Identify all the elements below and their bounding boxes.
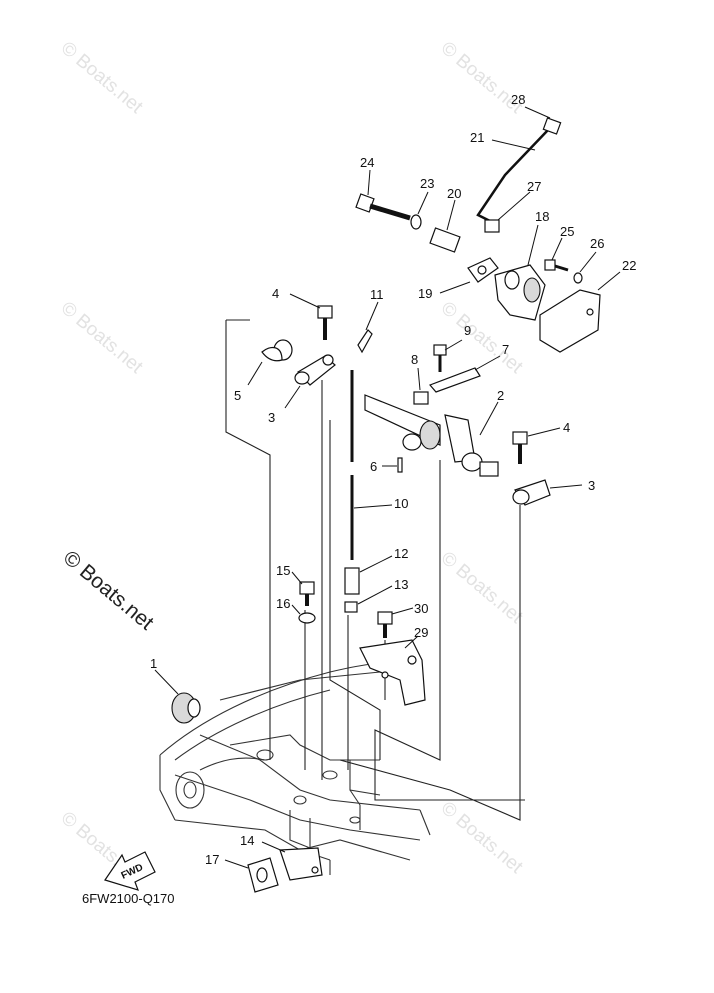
callout-2: 2 — [497, 388, 504, 403]
callout-24: 24 — [360, 155, 374, 170]
part-17-cover — [224, 857, 279, 893]
callout-28: 28 — [511, 92, 525, 107]
lower-case-outline — [159, 661, 431, 875]
part-19-lever — [439, 257, 499, 294]
callout-13: 13 — [394, 577, 408, 592]
part-14-bracket — [261, 841, 323, 881]
part-12-sleeve — [344, 555, 393, 595]
part-1-grommet — [154, 669, 201, 724]
callout-23: 23 — [420, 176, 434, 191]
part-2-shift-assembly — [364, 394, 499, 477]
callout-16: 16 — [276, 596, 290, 611]
callout-9: 9 — [464, 323, 471, 338]
part-20-collar — [429, 199, 461, 253]
callout-4: 4 — [563, 420, 570, 435]
callout-3: 3 — [588, 478, 595, 493]
fwd-arrow-icon: FWD — [104, 851, 156, 891]
part-13-nut — [344, 585, 393, 613]
part-23-washer — [410, 191, 429, 230]
part-5-clip — [247, 339, 293, 386]
part-3-joint-right — [512, 479, 583, 506]
watermark-layer: © Boats.net © Boats.net © Boats.net © Bo… — [57, 38, 527, 889]
part-16-washer — [291, 604, 316, 624]
part-11-pin — [357, 301, 379, 354]
callout-5: 5 — [234, 388, 241, 403]
part-27-clip — [484, 191, 531, 233]
callout-26: 26 — [590, 236, 604, 251]
part-29-bracket — [359, 635, 426, 706]
callout-1: 1 — [150, 656, 157, 671]
watermark-text: © Boats.net — [57, 38, 147, 119]
part-26-washer — [573, 251, 597, 284]
callout-4: 4 — [272, 286, 279, 301]
callout-11: 11 — [370, 287, 384, 302]
part-25-screw — [544, 237, 569, 272]
callout-20: 20 — [447, 186, 461, 201]
part-18-cam — [494, 224, 546, 321]
assembly-guide-lines — [225, 319, 525, 821]
callout-17: 17 — [205, 852, 219, 867]
watermark-main: © Boats.net — [59, 546, 158, 634]
callout-19: 19 — [418, 286, 432, 301]
watermark-text: © Boats.net — [57, 298, 147, 379]
callout-7: 7 — [502, 342, 509, 357]
part-10-rod — [350, 370, 393, 560]
watermark-text: © Boats.net — [437, 798, 527, 879]
part-28-cap — [524, 106, 562, 135]
callout-30: 30 — [414, 601, 428, 616]
watermark-text: © Boats.net — [437, 548, 527, 629]
callout-21: 21 — [470, 130, 484, 145]
callout-8: 8 — [411, 352, 418, 367]
callout-3: 3 — [268, 410, 275, 425]
callout-14: 14 — [240, 833, 254, 848]
part-8-plate — [413, 367, 429, 405]
part-22-bracket — [539, 271, 621, 353]
callout-25: 25 — [560, 224, 574, 239]
callout-18: 18 — [535, 209, 549, 224]
callout-labels: 1 2 3 3 4 4 5 6 7 8 9 10 11 12 13 14 15 … — [150, 92, 636, 867]
part-3-joint-left — [284, 354, 336, 409]
part-4-bolt-right — [512, 427, 561, 464]
part-24-bolt — [355, 169, 411, 221]
callout-12: 12 — [394, 546, 408, 561]
callout-22: 22 — [622, 258, 636, 273]
part-9-screw — [433, 339, 463, 372]
part-6-pin — [382, 457, 403, 473]
callout-10: 10 — [394, 496, 408, 511]
callout-29: 29 — [414, 625, 428, 640]
part-21-rod — [476, 129, 549, 224]
callout-15: 15 — [276, 563, 290, 578]
callout-27: 27 — [527, 179, 541, 194]
callout-6: 6 — [370, 459, 377, 474]
part-30-bolt — [377, 607, 414, 638]
diagram-code: 6FW2100-Q170 — [82, 891, 175, 906]
part-4-bolt-upper — [289, 293, 333, 340]
part-7-link — [428, 355, 501, 393]
part-15-bolt — [291, 571, 315, 606]
